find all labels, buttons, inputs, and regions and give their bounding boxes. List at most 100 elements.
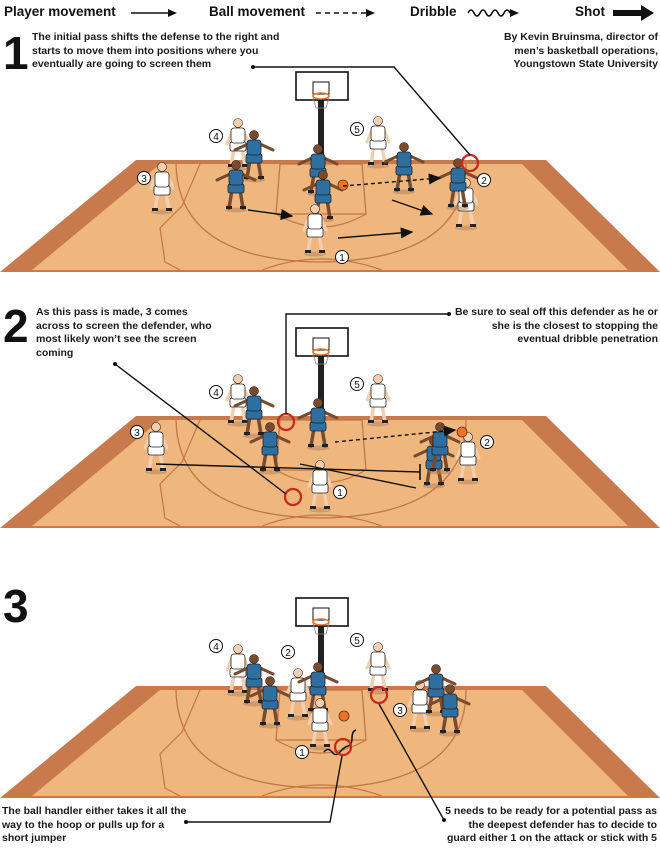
player-shoe: [258, 176, 264, 179]
step-3-offensive-player: [307, 698, 333, 751]
step-3-player-number-label: 1: [299, 748, 305, 759]
player-shoe: [410, 726, 416, 729]
step-2-player-number-badge: [480, 435, 494, 449]
player-arm: [297, 156, 314, 166]
player-arm: [297, 410, 314, 420]
step-2-player-number-label: 1: [337, 488, 343, 499]
player-shoe: [260, 722, 266, 725]
player-jersey: [310, 153, 326, 170]
step-1-player-number-label: 2: [481, 176, 487, 187]
step-2-pass-line: [334, 425, 457, 443]
step-1-player-number-badge: [477, 173, 491, 187]
player-shoe: [368, 688, 374, 691]
player-shoe: [440, 730, 446, 733]
step-3-player-number-badge: [350, 633, 364, 647]
court-line: [159, 419, 201, 527]
step-3-player-number-badge: [295, 745, 309, 759]
player-jersey: [428, 673, 444, 690]
step-2-highlight-circle: [283, 487, 303, 507]
player-shoe: [408, 188, 414, 191]
player-jersey: [154, 171, 170, 188]
player-head: [151, 422, 161, 432]
backboard: [295, 597, 349, 627]
player-arm: [249, 434, 266, 444]
player-shoe: [462, 204, 468, 207]
step-3-callout-line: [378, 703, 445, 821]
step-1-player-number-label: 5: [354, 125, 360, 136]
step-1-movement-arrow: [391, 199, 434, 216]
rim: [312, 618, 330, 626]
step-2-player-number-badge: [130, 425, 144, 439]
player-shoe: [310, 506, 316, 509]
player-head: [233, 118, 243, 128]
player-arm: [233, 398, 250, 408]
center-arc: [261, 784, 383, 797]
player-shoe: [166, 208, 172, 211]
player-shoe: [260, 468, 266, 471]
player-jersey: [307, 213, 323, 230]
player-shoe: [448, 204, 454, 207]
player-arm: [297, 674, 314, 684]
step-2-screen-path: [155, 463, 421, 473]
step-3-defender: [415, 664, 457, 717]
court-2: [0, 327, 660, 528]
player-head: [233, 644, 243, 654]
player-shoe: [310, 744, 316, 747]
player-head: [431, 664, 441, 674]
step-1-note: The initial pass shifts the defense to t…: [32, 31, 280, 70]
step-3-basketball: [338, 710, 350, 722]
step-2-player-number-label: 3: [134, 428, 140, 439]
legend-ball-movement-label: Ball movement: [209, 4, 306, 19]
player-shoe: [327, 216, 333, 219]
player-arm: [233, 142, 250, 152]
step-1-offensive-player: [225, 118, 251, 171]
player-arm: [302, 182, 319, 192]
court-line: [159, 689, 201, 797]
step-2-offensive-player: [365, 374, 391, 427]
step-3-player-number-badge: [393, 703, 407, 717]
player-head: [313, 662, 323, 672]
player-shoe: [228, 420, 234, 423]
player-head: [373, 116, 383, 126]
player-arm: [215, 172, 232, 182]
player-arm: [444, 434, 461, 444]
hoop-stanchion: [318, 618, 324, 690]
player-shoe: [424, 482, 430, 485]
player-jersey: [370, 383, 386, 400]
player-shoe: [319, 250, 325, 253]
player-arm: [240, 172, 257, 182]
step-3-callout-dot: [442, 818, 446, 822]
backboard: [295, 71, 349, 101]
step-3-highlight-circle: [369, 685, 389, 705]
step-2-offensive-player: [225, 374, 251, 427]
player-arm: [462, 170, 479, 180]
player-head: [265, 422, 275, 432]
player-shoe: [394, 188, 400, 191]
hoop-stanchion: [318, 92, 324, 164]
player-head: [373, 642, 383, 652]
player-shoe: [426, 710, 432, 713]
step-2-player-number-badge: [350, 377, 364, 391]
legend-dribble-label: Dribble: [410, 4, 457, 19]
player-shoe: [322, 444, 328, 447]
player-jersey: [246, 663, 262, 680]
step-1-player-number-badge: [350, 122, 364, 136]
player-head: [435, 422, 445, 432]
player-head: [445, 684, 455, 694]
step-3-highlight-circle: [333, 737, 353, 757]
player-shoe: [274, 722, 280, 725]
player-shoe: [368, 420, 374, 423]
three-point-line: [175, 689, 467, 789]
step-3-player-number-label: 5: [354, 636, 360, 647]
step-2-offensive-player: [143, 422, 169, 475]
court-floor: [32, 690, 628, 796]
player-head: [313, 144, 323, 154]
legend-shot-label: Shot: [575, 4, 605, 19]
step-1-basketball: [337, 179, 349, 191]
player-shoe: [470, 224, 476, 227]
player-jersey: [310, 671, 326, 688]
player-shoe: [308, 190, 314, 193]
step-3-defender: [233, 654, 275, 707]
step-2-player-number-badge: [333, 485, 347, 499]
